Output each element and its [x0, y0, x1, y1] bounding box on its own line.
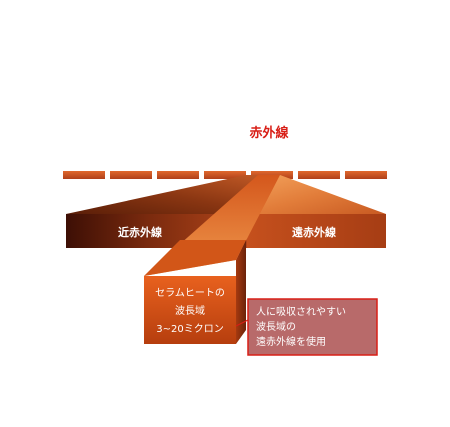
callout-line3: 遠赤外線を使用 [256, 335, 326, 348]
ceramic-label-line1: セラムヒートの [155, 287, 225, 299]
ceramic-box [144, 276, 236, 344]
ceramic-box-top [144, 240, 246, 276]
callout-box [247, 298, 378, 356]
spectrum-segment [345, 171, 387, 179]
spectrum-bar [63, 171, 387, 179]
callout-line1: 人に吸収されやすい [256, 306, 346, 318]
far-ir-block [247, 214, 386, 248]
callout-line2: 波長域の [256, 320, 296, 333]
spectrum-segment [157, 171, 199, 179]
diagram-title: 赤外線 [249, 125, 289, 141]
ceramic-box-side [236, 240, 246, 344]
far-ir-label: 遠赤外線 [292, 225, 336, 239]
near-ir-fan [66, 175, 268, 214]
far-ir-fan [248, 175, 386, 214]
spectrum-segment [110, 171, 152, 179]
ceramic-label-line2: 波長域 [175, 304, 205, 317]
ceramic-label-line3: 3~20ミクロン [156, 323, 223, 335]
spectrum-segment [298, 171, 340, 179]
callout-connector [235, 319, 249, 327]
spectrum-segment [63, 171, 105, 179]
near-ir-label: 近赤外線 [118, 225, 162, 239]
spectrum-segment [204, 171, 246, 179]
